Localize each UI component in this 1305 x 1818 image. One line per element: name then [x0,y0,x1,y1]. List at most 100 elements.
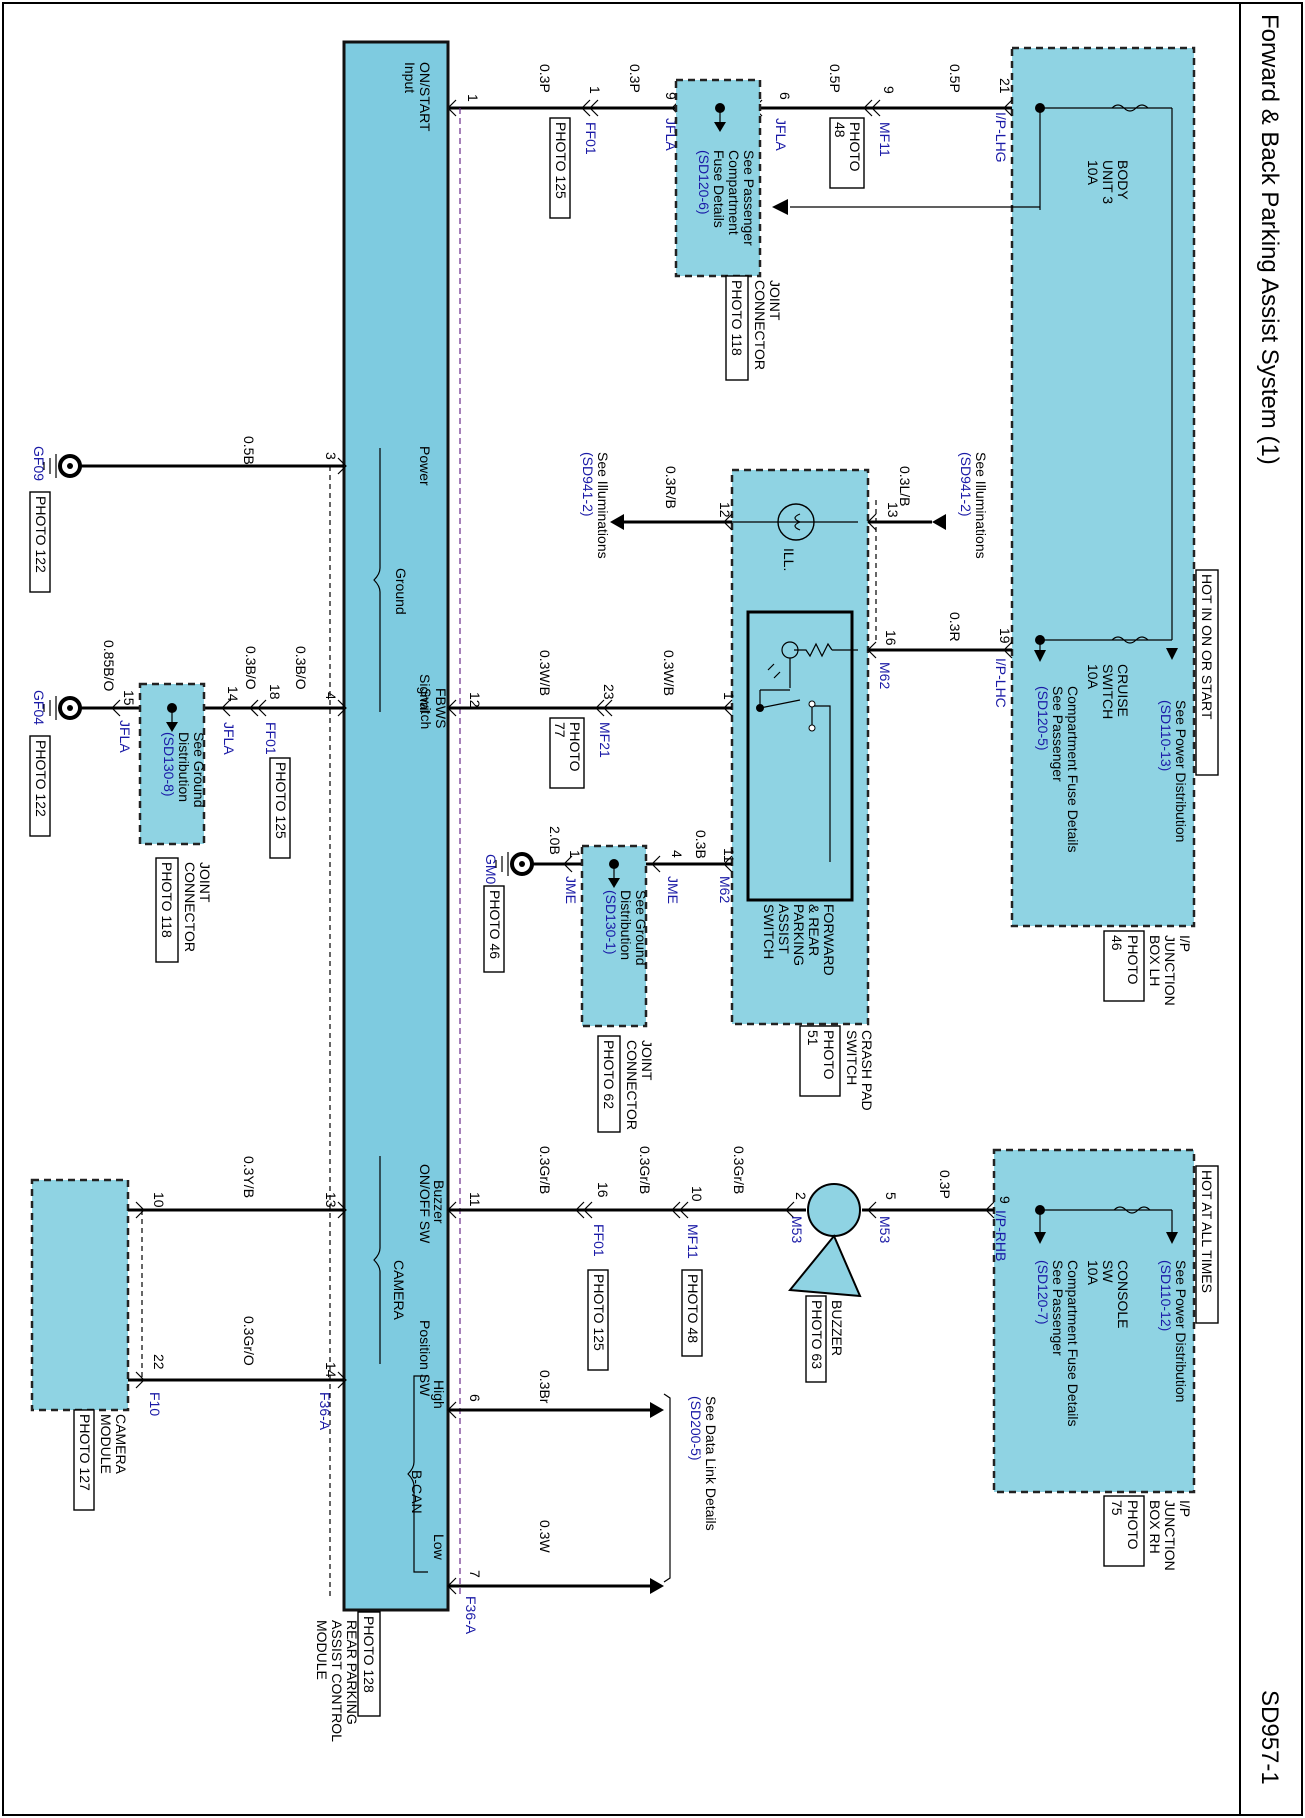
buzzer-icon [807,1183,861,1237]
svg-text:0.3Gr/O: 0.3Gr/O [241,1316,257,1366]
svg-text:PHOTO 125: PHOTO 125 [553,122,569,199]
hot-on-group: HOT IN ON OR START [1195,569,1219,776]
svg-text:JFLA: JFLA [773,118,789,151]
svg-text:(SD200-5): (SD200-5) [688,1396,704,1461]
svg-text:See Illuminations: See Illuminations [595,452,611,559]
svg-text:PHOTO48: PHOTO48 [832,122,863,172]
svg-text:PHOTO 46: PHOTO 46 [487,890,503,959]
crash-pad-caption: CRASH PADSWITCH PHOTO51 [799,1025,875,1111]
photo-125-a: PHOTO 125 [549,117,571,219]
page-title: Forward & Back Parking Assist System (1) [1256,14,1283,465]
svg-text:16: 16 [595,1182,611,1198]
photo-48-b: PHOTO 48 [681,1269,703,1357]
fuse-body-unit-3: BODYUNIT 310A [1085,160,1131,204]
svg-text:15: 15 [121,690,137,706]
svg-text:M53: M53 [877,1216,893,1243]
svg-text:(SD130-8): (SD130-8) [161,732,177,797]
svg-text:ILL.: ILL. [781,548,797,571]
lh-pass-ref: (SD120-5) [1035,686,1051,751]
svg-text:0.85B/O: 0.85B/O [101,640,117,691]
svg-text:PHOTO 127: PHOTO 127 [77,1414,93,1491]
svg-text:10: 10 [151,1192,167,1208]
svg-text:(SD130-1): (SD130-1) [603,890,619,955]
svg-text:PHOTO 118: PHOTO 118 [729,280,745,356]
svg-text:PHOTO 125: PHOTO 125 [591,1274,607,1351]
svg-text:JOINTCONNECTOR: JOINTCONNECTOR [752,280,783,370]
title-group: Forward & Back Parking Assist System (1) [1256,14,1283,465]
svg-text:0.3L/B: 0.3L/B [897,466,913,506]
svg-text:0.3Y/B: 0.3Y/B [241,1156,257,1198]
svg-text:6: 6 [777,92,793,100]
svg-text:9: 9 [663,92,679,100]
svg-text:0.3W/B: 0.3W/B [537,650,553,696]
svg-text:2.0B: 2.0B [547,826,563,855]
svg-text:See PassengerCompartmentFuse D: See PassengerCompartmentFuse Details [711,150,757,246]
conn-f10: F10 [147,1392,163,1416]
gf09-photo: PHOTO 122 [29,491,51,593]
svg-text:14: 14 [323,1362,339,1378]
svg-text:(SD120-6): (SD120-6) [696,150,712,215]
svg-text:F36-A: F36-A [463,1596,479,1635]
svg-text:JOINTCONNECTOR: JOINTCONNECTOR [624,1040,655,1130]
svg-text:5: 5 [883,1192,899,1200]
svg-text:0.3W/B: 0.3W/B [661,650,677,696]
svg-text:PHOTO 118: PHOTO 118 [159,862,175,938]
label-signal: Signal [417,674,433,713]
conn-mf11-b: MF11 [685,1224,701,1259]
hot-all-group: HOT AT ALL TIMES [1195,1165,1219,1324]
ground-gf09: GF09 [31,446,47,481]
conn-ip-rhb: I/P-RHB [993,1210,1009,1261]
svg-text:9: 9 [997,1196,1013,1204]
svg-text:19: 19 [997,628,1013,644]
svg-text:PHOTO 122: PHOTO 122 [33,496,49,573]
parking-assist-switch-box [746,610,854,902]
svg-text:0.5P: 0.5P [827,64,843,93]
label-onoff: ON/OFF SW [417,1164,433,1244]
lh-pass-fuse: See Passenger [1050,686,1066,782]
conn-ff01-c: FF01 [591,1224,607,1257]
svg-text:M53: M53 [789,1216,805,1243]
feed-arrow [772,199,788,215]
svg-text:1: 1 [721,692,737,700]
svg-text:6: 6 [467,1394,483,1402]
svg-text:PHOTO 128: PHOTO 128 [361,1616,377,1693]
buzzer-caption: BUZZER PHOTO 63 [805,1295,845,1383]
label-power: Power [417,446,433,486]
svg-text:PHOTO51: PHOTO51 [805,1030,837,1080]
jfla-top-caption: JOINTCONNECTOR PHOTO 118 [725,275,783,381]
label-camera: CAMERA [391,1260,407,1321]
svg-text:0.3B: 0.3B [693,830,709,859]
conn-ff01-b: FF01 [263,722,279,755]
svg-text:7: 7 [467,1570,483,1578]
label-buzzer: Buzzer [431,1180,447,1224]
conn-ff01-a: FF01 [583,122,599,155]
svg-text:See Illuminations: See Illuminations [973,452,989,559]
jb-rh-caption: I/PJUNCTIONBOX RH PHOTO75 [1103,1495,1193,1571]
label-position: Position SW [417,1320,433,1397]
svg-text:11: 11 [721,848,737,863]
svg-text:Compartment Fuse Details: Compartment Fuse Details [1065,1260,1081,1427]
conn-ip-lhg: I/P-LHG [993,112,1009,163]
svg-text:0.3W: 0.3W [537,1520,553,1553]
svg-text:See GroundDistribution: See GroundDistribution [176,732,207,808]
svg-text:JME: JME [563,876,579,904]
camera-module [30,1178,130,1412]
ground-brace [373,448,381,712]
svg-text:See GroundDistribution: See GroundDistribution [618,890,649,966]
camera-caption: CAMERAMODULE PHOTO 127 [73,1409,129,1511]
label-ground: Ground [393,568,409,615]
rh-power-dist: See Power Distribution [1173,1260,1189,1402]
bcan-brace [407,1375,428,1573]
junction-box-lh [1010,46,1196,928]
svg-text:PHOTO 62: PHOTO 62 [601,1040,617,1109]
svg-text:0.5B: 0.5B [241,436,257,465]
conn-mf21: MF21 [597,722,613,758]
code-group: SD957-1 [1256,1690,1283,1785]
svg-text:22: 22 [151,1354,167,1370]
svg-text:10: 10 [689,1186,705,1202]
label-on-start: ON/STARTInput [402,62,433,132]
svg-text:JFLA: JFLA [117,720,133,753]
svg-text:M62: M62 [717,876,733,903]
